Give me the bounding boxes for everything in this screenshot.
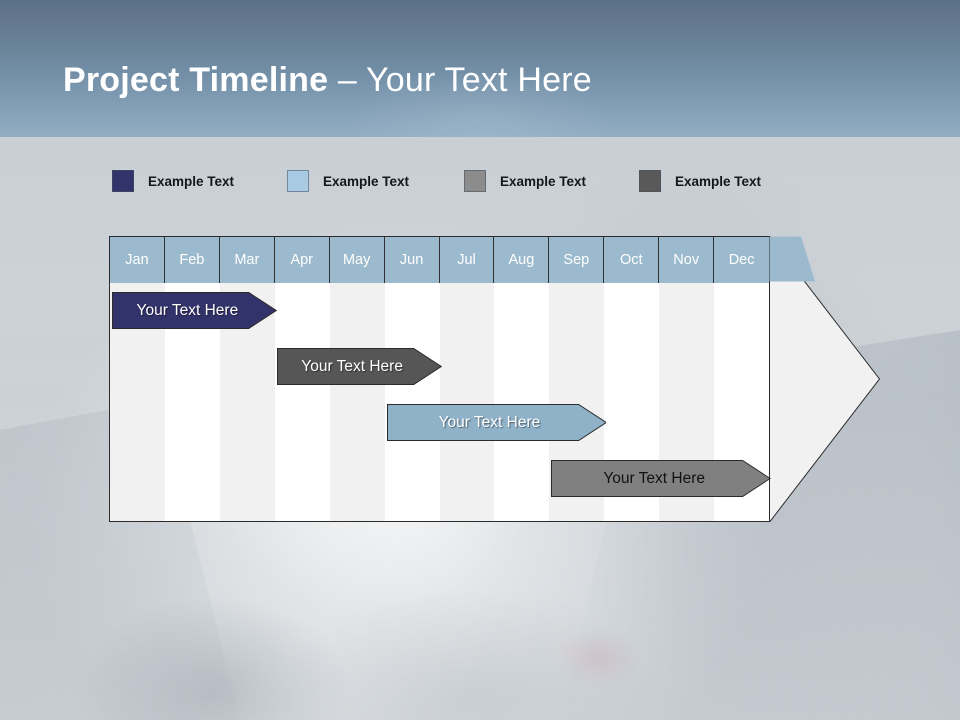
- timeline-bar-3[interactable]: Your Text Here: [386, 404, 607, 441]
- page-title-light: – Your Text Here: [328, 61, 592, 99]
- legend-swatch-icon-1: [112, 170, 134, 192]
- header-photo-tint: [300, 0, 680, 137]
- legend-item-1: Example Text: [112, 169, 234, 193]
- timeline-bar-shape-2: [276, 348, 442, 385]
- legend-label-1: Example Text: [148, 173, 235, 189]
- legend-item-3: Example Text: [464, 169, 586, 193]
- month-header-jul: Jul: [439, 237, 495, 283]
- month-header-aug: Aug: [494, 237, 550, 283]
- page-title: Project Timeline – Your Text Here: [63, 58, 592, 102]
- month-header-nov: Nov: [659, 237, 715, 283]
- month-header-dec: Dec: [714, 237, 770, 283]
- arrowhead-header-fill: [769, 236, 815, 282]
- month-column-aug: Aug: [494, 237, 550, 521]
- timeline-bar-shape-3: [386, 404, 607, 441]
- timeline-bar-2[interactable]: Your Text Here: [276, 348, 442, 385]
- timeline-bar-shape-4: [551, 460, 771, 497]
- legend-swatch-icon-3: [464, 170, 486, 192]
- timeline-bar-label-4: Your Text Here: [603, 469, 705, 487]
- timeline-arrowhead: [769, 236, 881, 522]
- legend-item-4: Example Text: [639, 169, 761, 193]
- month-column-jul: Jul: [439, 237, 495, 521]
- page-title-strong: Project Timeline: [63, 61, 329, 99]
- month-column-mar: Mar: [219, 237, 275, 521]
- month-header-may: May: [329, 237, 385, 283]
- legend-swatch-icon-4: [639, 170, 661, 192]
- month-header-feb: Feb: [164, 237, 220, 283]
- timeline-bar-label-1: Your Text Here: [136, 301, 239, 319]
- month-column-feb: Feb: [164, 237, 220, 521]
- timeline-bar-label-2: Your Text Here: [301, 357, 403, 375]
- timeline-bar-shape-1: [112, 292, 277, 329]
- month-header-apr: Apr: [274, 237, 330, 283]
- legend: Example Text Example Text Example Text Exam…: [112, 169, 832, 193]
- month-header-mar: Mar: [219, 237, 275, 283]
- timeline-bar-label-3: Your Text Here: [438, 413, 541, 431]
- month-header-jun: Jun: [384, 237, 440, 283]
- month-header-jan: Jan: [110, 237, 165, 283]
- month-header-oct: Oct: [604, 237, 660, 283]
- legend-label-4: Example Text: [675, 173, 762, 189]
- legend-item-2: Example Text: [287, 169, 409, 193]
- header-band: [0, 0, 960, 137]
- legend-label-2: Example Text: [323, 173, 410, 189]
- timeline-bar-1[interactable]: Your Text Here: [112, 292, 277, 329]
- legend-label-3: Example Text: [500, 173, 587, 189]
- legend-swatch-icon-2: [287, 170, 309, 192]
- month-header-sep: Sep: [549, 237, 605, 283]
- timeline-bar-4[interactable]: Your Text Here: [551, 460, 771, 497]
- month-column-jan: Jan: [110, 237, 165, 521]
